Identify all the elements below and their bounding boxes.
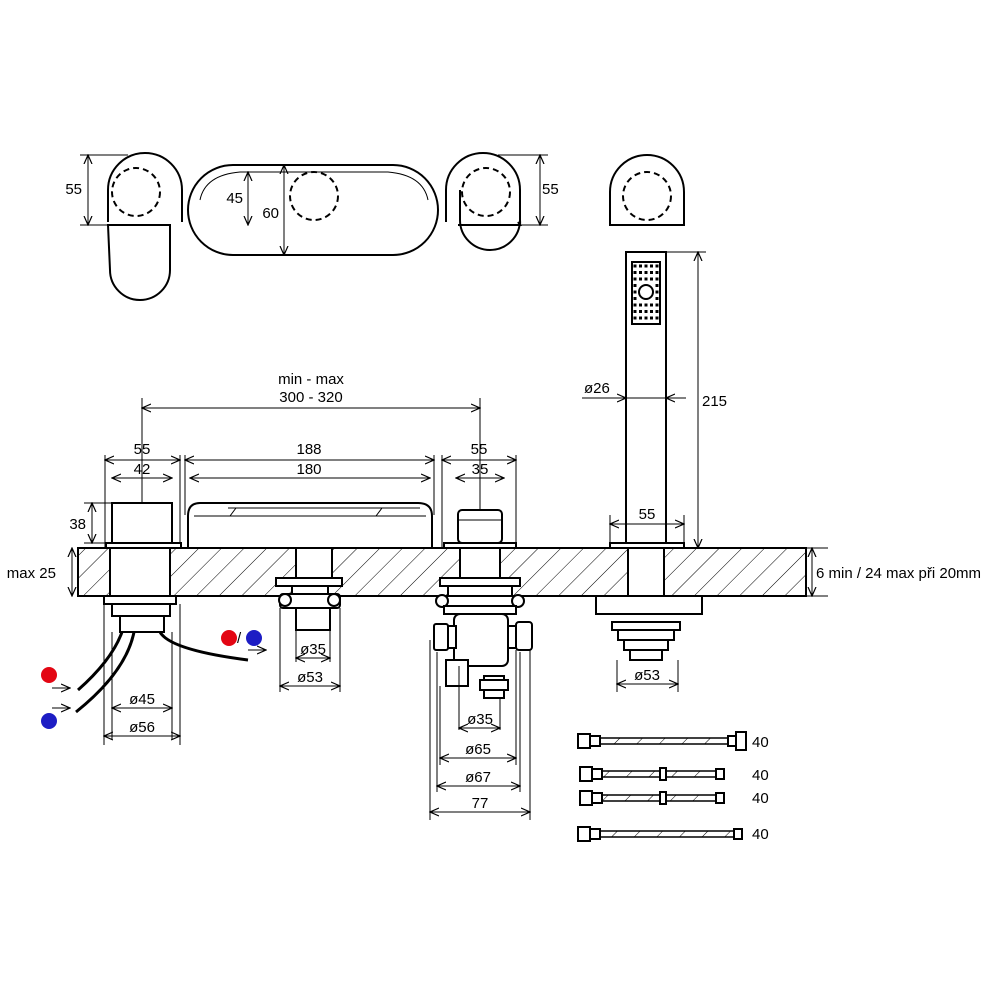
dim-deck-max: max 25 (7, 565, 56, 582)
top-hand-shower-holder (609, 154, 685, 226)
hose-4: 40 (577, 826, 769, 843)
deck-section: max 25 6 min / 24 max při 20mm (7, 547, 981, 597)
dim-spout-inner-height: 45 (226, 190, 243, 207)
dim-left-width-outer: 55 (134, 441, 151, 458)
dim-spout-width-inner: 180 (296, 461, 321, 478)
spout-side: ø35 ø53 (187, 502, 433, 692)
dim-diverter-dia-67: ø67 (465, 769, 491, 786)
shower-nozzle-grid (633, 264, 659, 320)
dim-diverter-dia-65: ø65 (465, 741, 491, 758)
dim-spout-width-outer: 188 (296, 441, 321, 458)
dim-deck-range: 6 min / 24 max při 20mm (816, 565, 981, 582)
span-caption: min - max (278, 371, 344, 388)
hose-1-label: 40 (752, 734, 769, 751)
dim-right-width-inner: 35 (472, 461, 489, 478)
dim-hand-shower-base: 55 (639, 506, 656, 523)
span-dimension: min - max 300 - 320 (142, 371, 480, 545)
hose-2-label: 40 (752, 767, 769, 784)
dim-spout-dia-53: ø53 (297, 669, 323, 686)
dim-right-handle-height: 55 (542, 181, 559, 198)
top-view: 55 45 60 55 (65, 152, 685, 301)
hose-1: 40 (577, 731, 769, 751)
hot-indicator-right (221, 630, 237, 646)
top-right-handle: 55 (445, 152, 559, 251)
top-spout: 45 60 (187, 164, 439, 256)
dim-diverter-dia-35: ø35 (467, 711, 493, 728)
hose-3: 40 (579, 790, 769, 807)
width-dimensions: 55 42 188 180 55 35 (105, 441, 516, 548)
dim-hand-shower-diameter: ø26 (584, 380, 610, 397)
dim-hand-shower-dia-53: ø53 (634, 667, 660, 684)
top-left-handle: 55 (65, 152, 183, 301)
dim-left-dia-56: ø56 (129, 719, 155, 736)
flex-hoses: 40 40 40 40 (577, 731, 769, 843)
hand-shower: 215 ø26 55 ø53 (582, 251, 727, 692)
dim-hand-shower-length: 215 (702, 393, 727, 410)
hose-4-label: 40 (752, 826, 769, 843)
hot-indicator-left (41, 667, 57, 683)
cold-indicator-left (41, 713, 57, 729)
cold-indicator-right (246, 630, 262, 646)
dim-left-body-height: 38 (69, 516, 86, 533)
dim-right-width-outer: 55 (471, 441, 488, 458)
dim-left-dia-45: ø45 (129, 691, 155, 708)
svg-text:/: / (237, 630, 242, 647)
hose-2: 40 (579, 766, 769, 784)
dim-left-width-inner: 42 (134, 461, 151, 478)
dim-left-handle-height: 55 (65, 181, 82, 198)
dim-spout-dia-35: ø35 (300, 641, 326, 658)
span-range: 300 - 320 (279, 389, 342, 406)
diverter-side: ø35 ø65 ø67 77 (430, 509, 533, 820)
dim-spout-outer-height: 60 (262, 205, 279, 222)
hose-3-label: 40 (752, 790, 769, 807)
dim-diverter-width-77: 77 (472, 795, 489, 812)
left-valve-side: 38 ø45 ø56 / (41, 502, 266, 745)
